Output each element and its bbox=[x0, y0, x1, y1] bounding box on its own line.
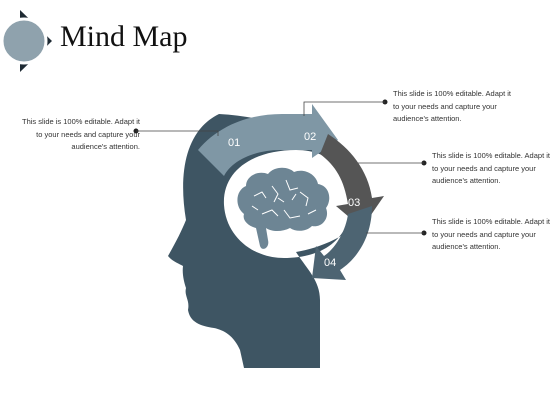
step-label-04: 04 bbox=[324, 257, 336, 269]
connector-left bbox=[133, 128, 219, 136]
page-title: Mind Map bbox=[60, 20, 188, 53]
note-left: This slide is 100% editable. Adapt it to… bbox=[22, 117, 140, 151]
arrow-01-segment bbox=[198, 104, 338, 176]
connector-right-2 bbox=[358, 160, 427, 166]
arrow-03-segment bbox=[312, 206, 372, 280]
note-right-2: This slide is 100% editable. Adapt it to… bbox=[432, 151, 550, 185]
connector-right-3 bbox=[366, 230, 427, 236]
title-badge-icon bbox=[0, 10, 52, 72]
note-right-1: This slide is 100% editable. Adapt it to… bbox=[393, 89, 511, 123]
arrow-02-segment bbox=[320, 134, 384, 228]
note-right-3: This slide is 100% editable. Adapt it to… bbox=[432, 217, 550, 251]
step-label-01: 01 bbox=[228, 137, 240, 149]
head-silhouette bbox=[168, 114, 370, 368]
step-label-02: 02 bbox=[304, 131, 316, 143]
connector-right-1 bbox=[303, 99, 388, 116]
step-label-03: 03 bbox=[348, 197, 360, 209]
brain-icon bbox=[237, 167, 330, 249]
